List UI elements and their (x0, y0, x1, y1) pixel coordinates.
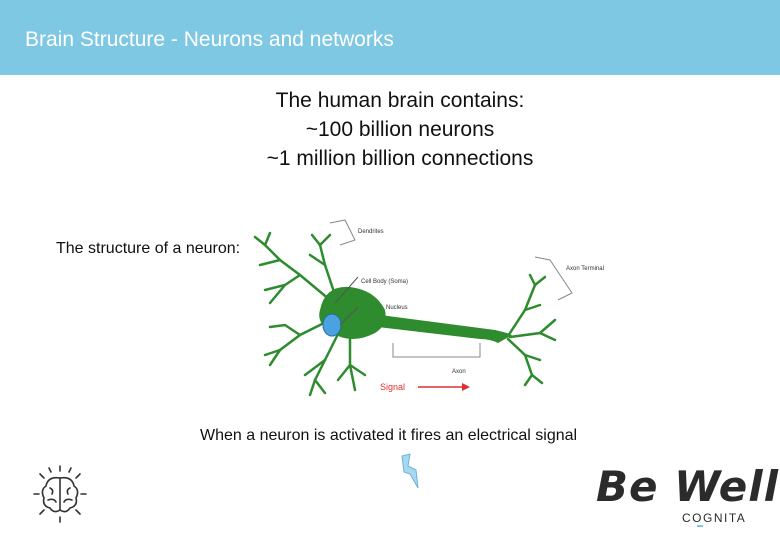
cognita-text: COGNITA (682, 511, 747, 525)
neuron-diagram: Dendrites Axon Terminal Cell Body (Soma)… (253, 219, 604, 397)
signal-caption: When a neuron is activated it fires an e… (200, 427, 578, 444)
axon-bracket (392, 343, 481, 358)
be-well-logo: Be Well COGNITA (596, 462, 778, 528)
label-signal: Signal (380, 382, 405, 392)
axon (378, 315, 512, 343)
lightning-bolt-icon (401, 453, 419, 489)
intro-text: The human brain contains: ~100 billion n… (200, 86, 600, 173)
header-bar: Brain Structure - Neurons and networks (0, 0, 780, 75)
brain-icon (33, 465, 87, 523)
signal-arrowhead (462, 383, 470, 391)
dendrites-left (253, 231, 367, 397)
axon-terminal-branches (506, 273, 557, 387)
label-cell-body: Cell Body (Soma) (361, 279, 408, 285)
cell-body-pointer (334, 276, 359, 304)
dendrites-bracket (329, 219, 356, 246)
be-well-text: Be Well (596, 462, 780, 511)
label-dendrites: Dendrites (358, 229, 384, 235)
slide-title: Brain Structure - Neurons and networks (25, 28, 394, 51)
label-axon: Axon (452, 369, 466, 375)
axon-terminal-bracket (534, 256, 573, 301)
label-nucleus: Nucleus (386, 305, 408, 311)
intro-line-3: ~1 million billion connections (266, 147, 534, 170)
cognita-accent (697, 525, 703, 527)
intro-line-1: The human brain contains: (275, 89, 525, 112)
nucleus-pointer (339, 306, 359, 326)
structure-label: The structure of a neuron: (56, 240, 241, 257)
label-axon-terminal: Axon Terminal (566, 266, 604, 272)
nucleus-icon (322, 313, 342, 337)
intro-line-2: ~100 billion neurons (305, 118, 495, 141)
